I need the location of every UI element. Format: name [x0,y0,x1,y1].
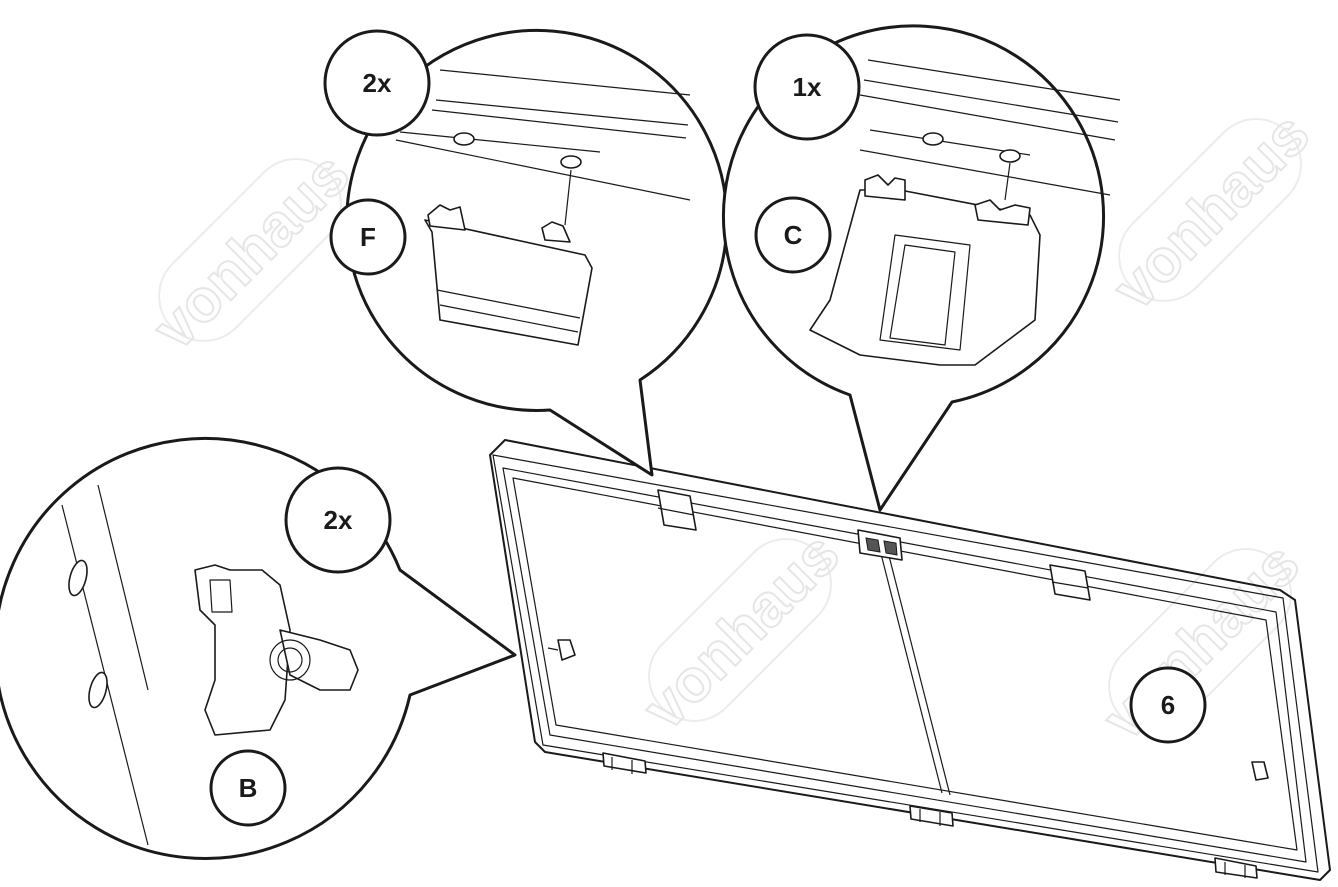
part-badge-c: C [754,196,832,274]
watermark-text: vonhaus [1100,100,1322,322]
side-clip-b [547,639,576,661]
part-badge-f: F [329,198,407,276]
bottom-clip [909,805,954,827]
step-number: 6 [1161,690,1175,720]
qty-label: 2x [363,68,392,98]
callout-bubble-b [0,437,517,860]
part-badge-b: B [209,749,287,827]
main-panel [489,439,1331,881]
qty-label: 1x [793,72,822,102]
watermark-text: vonhaus [140,140,362,362]
callout-bubble-c [722,24,1121,512]
clip-c-on-panel [857,529,903,561]
qty-badge-left: 2x [284,466,392,574]
part-label: F [360,222,376,252]
clip-f-on-panel [657,489,697,531]
part-label: B [239,773,258,803]
bottom-clip [1214,857,1258,879]
clip-f-on-panel [1049,564,1091,601]
part-label: C [784,220,803,250]
bottom-clip [602,752,647,774]
qty-badge-top-right: 1x [753,33,861,141]
watermark-text: vonhaus [630,520,852,742]
side-clip-b [1251,761,1269,781]
qty-badge-top-left: 2x [323,29,431,137]
callout-bubble-f [345,28,729,477]
qty-label: 2x [324,505,353,535]
step-badge: 6 [1129,666,1207,744]
